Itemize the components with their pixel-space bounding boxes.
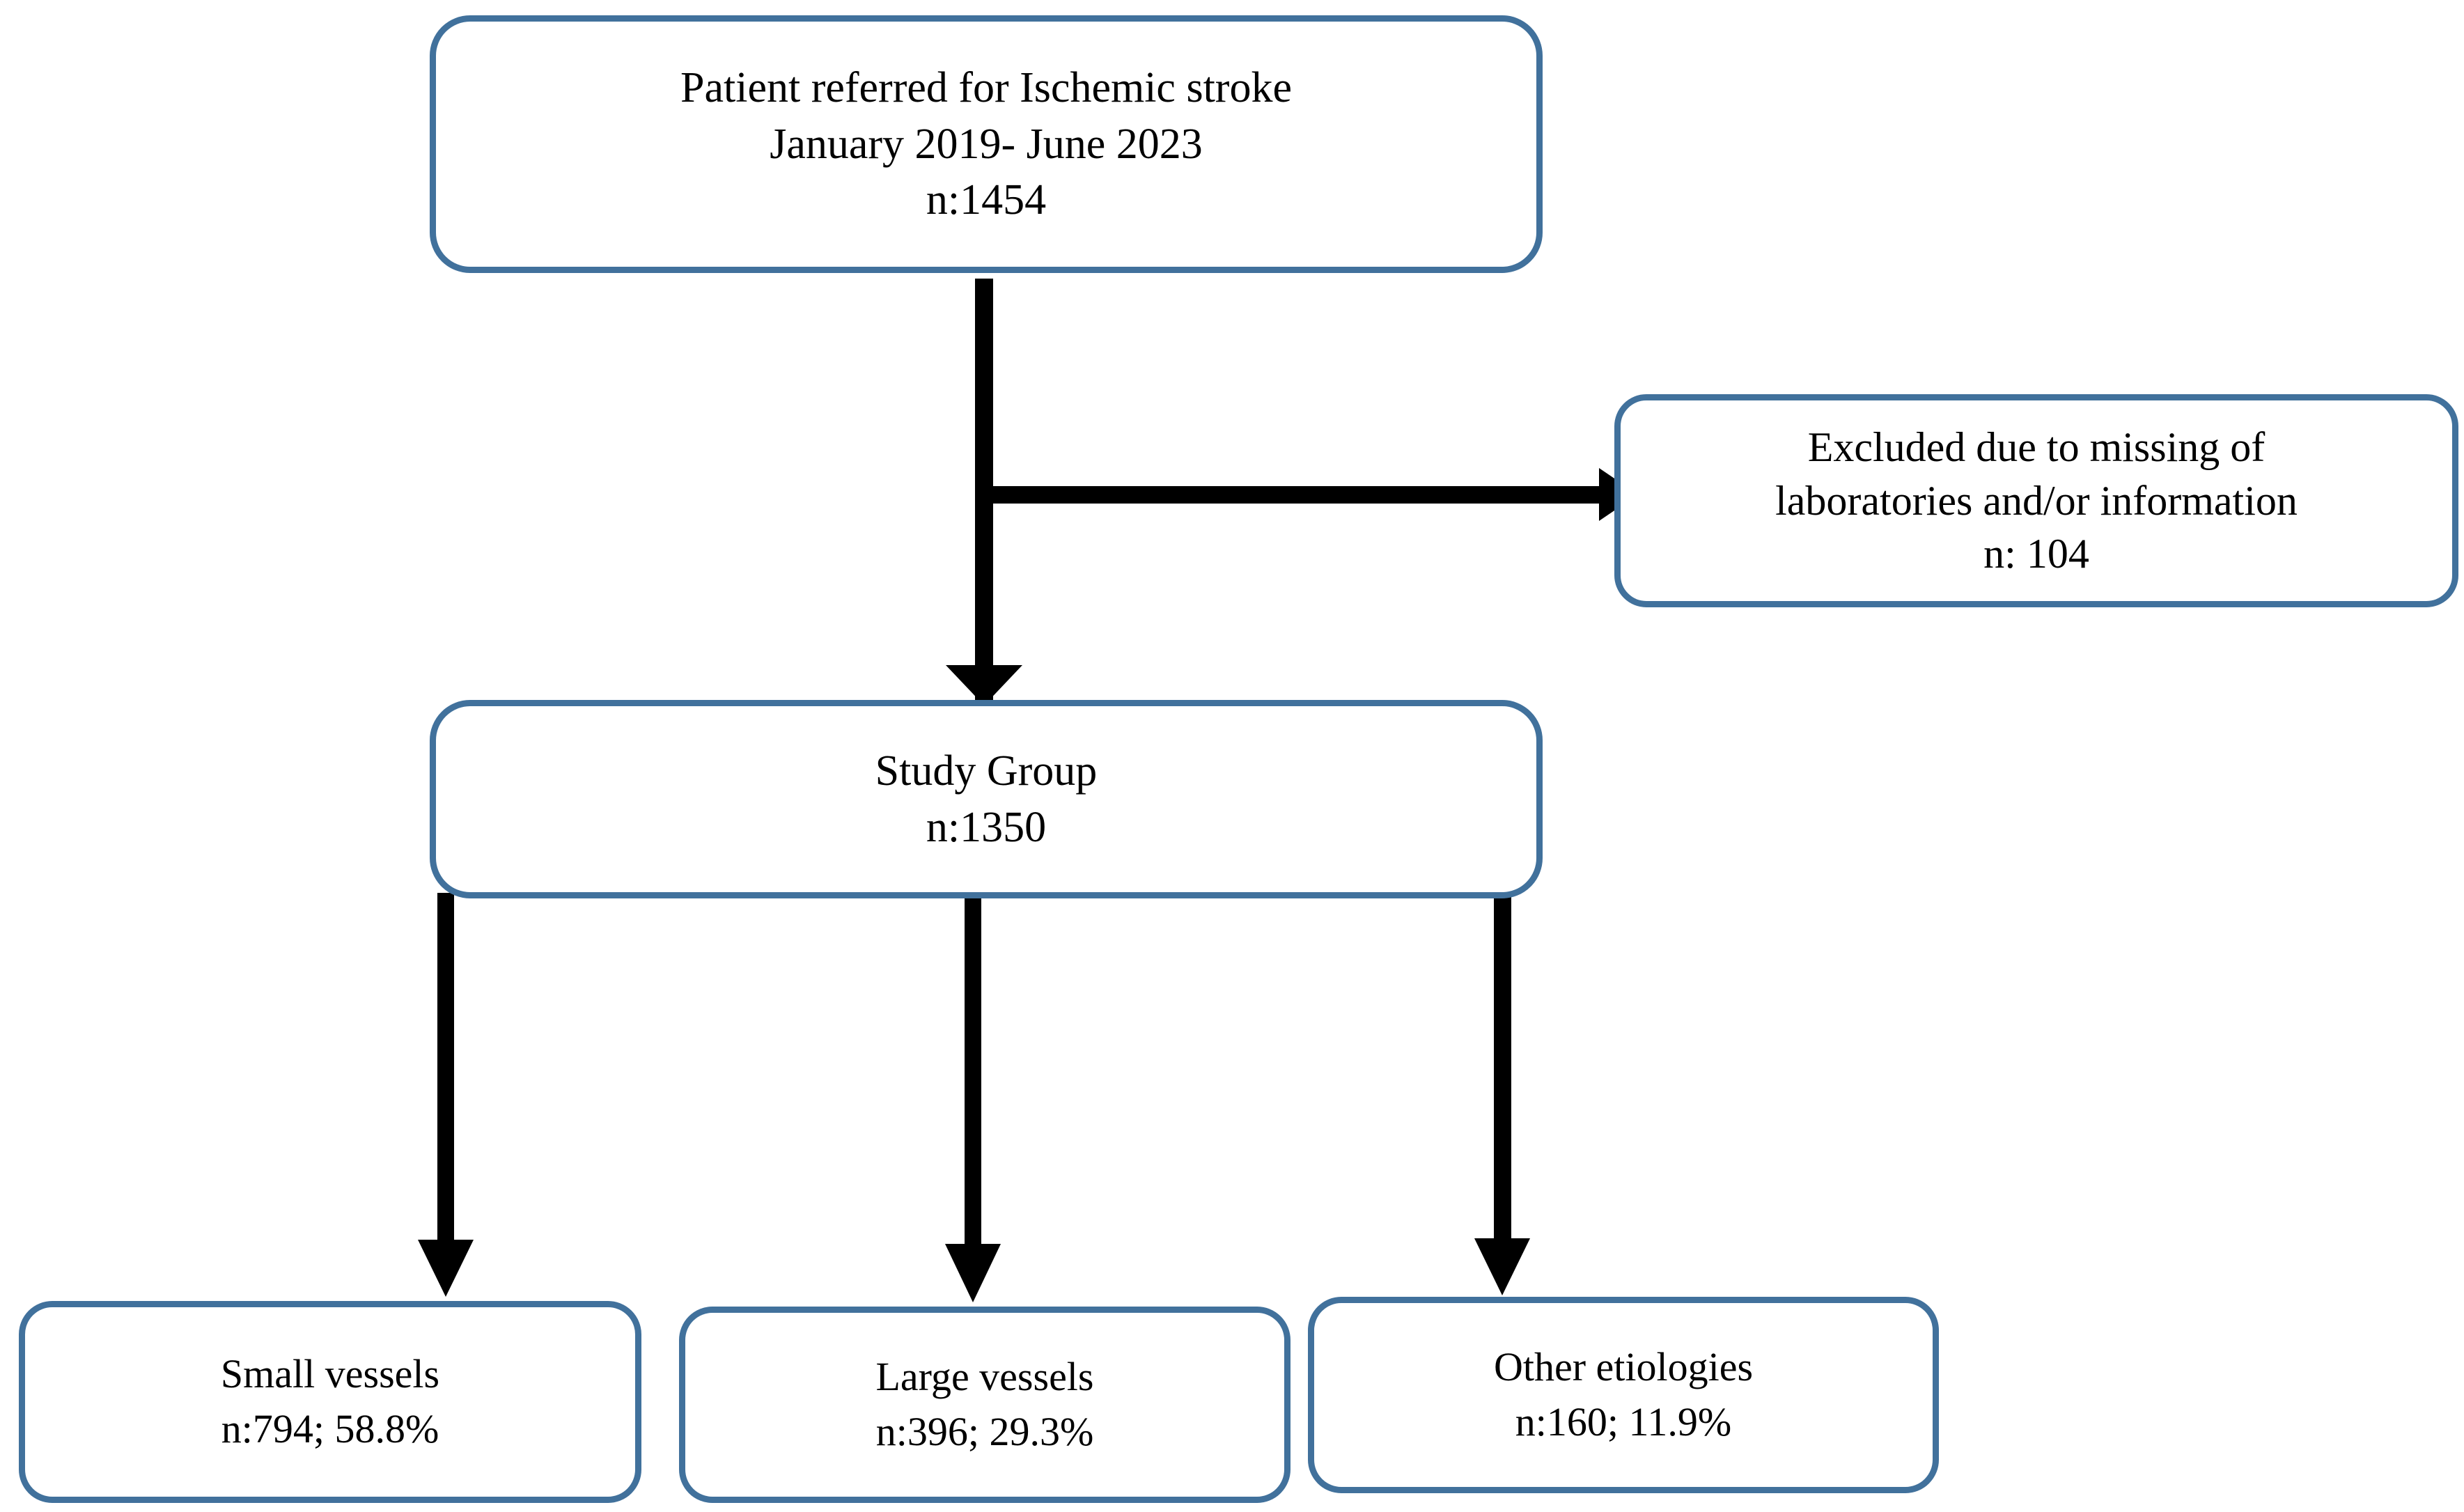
other-etiologies-box[interactable]: Other etiologies n:160; 11.9% <box>1308 1297 1939 1493</box>
study-group-box[interactable]: Study Group n:1350 <box>430 700 1543 898</box>
node-line: n:1350 <box>926 803 1047 851</box>
edge-referred-to-study <box>946 279 1022 710</box>
node-line: Large vessels <box>875 1354 1094 1400</box>
edge-study-to-large <box>945 893 1001 1302</box>
node-line: Excluded due to missing of <box>1807 423 2266 470</box>
node-line: January 2019- June 2023 <box>770 120 1203 168</box>
edge-study-to-other <box>1474 893 1530 1295</box>
node-line: n:396; 29.3% <box>875 1409 1094 1454</box>
node-line: n:160; 11.9% <box>1515 1399 1732 1444</box>
patient-referred-box[interactable]: Patient referred for Ischemic stroke Jan… <box>430 15 1543 273</box>
node-line: n: 104 <box>1983 531 2089 577</box>
edge-referred-to-excluded <box>984 468 1638 521</box>
node-line: Patient referred for Ischemic stroke <box>680 64 1292 112</box>
node-line: Small vessels <box>220 1351 440 1397</box>
node-line: Other etiologies <box>1493 1344 1754 1390</box>
large-vessels-box[interactable]: Large vessels n:396; 29.3% <box>679 1307 1291 1503</box>
node-line: n:1454 <box>926 176 1047 224</box>
small-vessels-box[interactable]: Small vessels n:794; 58.8% <box>19 1301 641 1503</box>
node-line: laboratories and/or information <box>1775 477 2298 524</box>
edge-study-to-small <box>418 893 474 1297</box>
node-line: n:794; 58.8% <box>221 1406 439 1451</box>
excluded-box[interactable]: Excluded due to missing of laboratories … <box>1614 394 2458 607</box>
node-line: Study Group <box>875 747 1098 795</box>
